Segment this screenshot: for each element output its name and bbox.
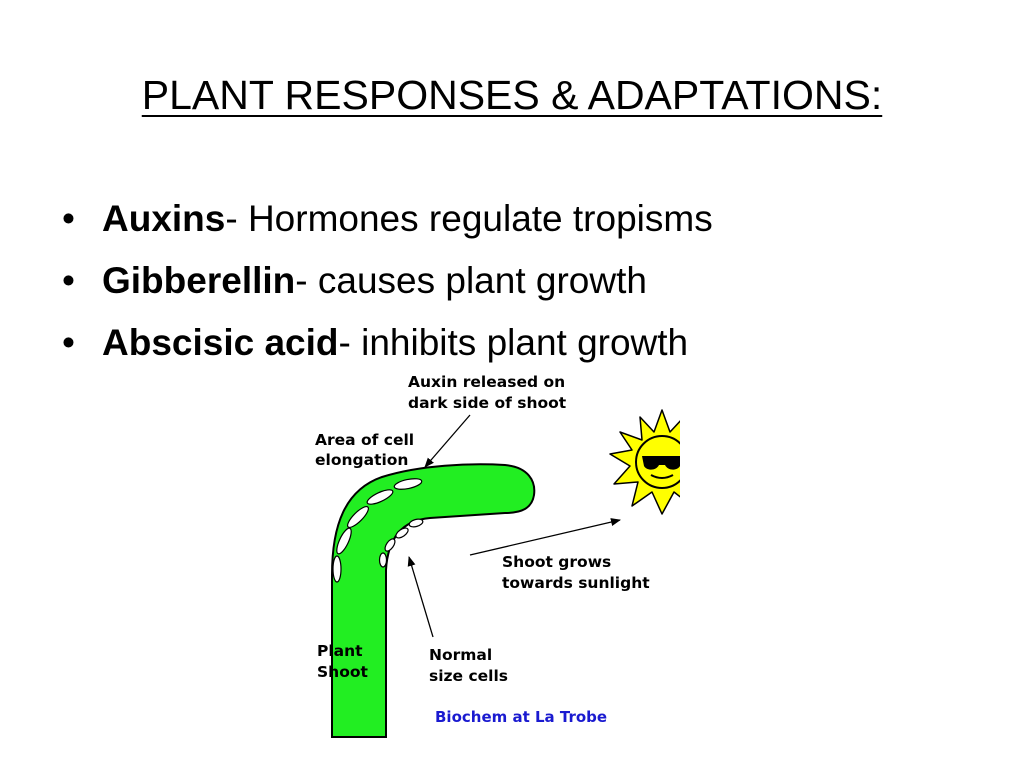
elongated-cell — [336, 527, 352, 555]
plant-shoot-shape — [331, 463, 536, 738]
elongated-cells — [332, 478, 423, 583]
grows-label-line2: towards sunlight — [502, 574, 650, 592]
elongated-cell — [347, 506, 369, 528]
bullet-term: Abscisic acid — [102, 322, 339, 363]
bullet-list: • Auxins- Hormones regulate tropisms • Gib… — [62, 188, 713, 374]
auxin-label-line1: Auxin released on — [408, 373, 565, 391]
normal-label-line2: size cells — [429, 667, 508, 685]
normal-cell — [384, 538, 396, 552]
bullet-auxins: • Auxins- Hormones regulate tropisms — [62, 188, 713, 250]
bullet-text: - Hormones regulate tropisms — [225, 198, 713, 239]
plant-label-line2: Shoot — [317, 663, 368, 681]
normal-cell — [378, 552, 388, 568]
elongation-label-line2: elongation — [315, 451, 408, 469]
figure-credit: Biochem at La Trobe — [435, 708, 607, 726]
elongated-cell — [393, 478, 423, 490]
bullet-term: Gibberellin — [102, 260, 296, 301]
phototropism-svg: Auxin released on dark side of shoot Are… — [315, 373, 680, 738]
sun-icon — [609, 409, 680, 515]
bullet-dot: • — [62, 322, 75, 363]
bullet-term: Auxins — [102, 198, 226, 239]
bullet-abscisic-acid: • Abscisic acid- inhibits plant growth — [62, 312, 713, 374]
bullet-dot: • — [62, 260, 75, 301]
auxin-arrow — [424, 414, 471, 468]
normal-cell — [395, 527, 409, 539]
sunlight-arrow — [469, 518, 621, 556]
normal-cells-arrow — [407, 556, 434, 638]
bullet-text: - inhibits plant growth — [338, 322, 689, 363]
normal-cells — [378, 518, 424, 568]
bullet-gibberellin: • Gibberellin- causes plant growth — [62, 250, 713, 312]
elongation-label-line1: Area of cell — [315, 431, 414, 449]
sun-sunglasses — [642, 456, 680, 470]
auxin-label-line2: dark side of shoot — [408, 394, 567, 412]
slide-title: PLANT RESPONSES & ADAPTATIONS: — [141, 72, 883, 118]
elongated-cell — [366, 489, 394, 505]
normal-cell — [408, 518, 424, 528]
grows-label-line1: Shoot grows — [502, 553, 611, 571]
bullet-text: - causes plant growth — [295, 260, 647, 301]
plant-label-line1: Plant — [317, 642, 363, 660]
sun-smile — [650, 474, 674, 479]
normal-label-line1: Normal — [429, 646, 492, 664]
bullet-dot: • — [62, 198, 75, 239]
phototropism-diagram: Auxin released on dark side of shoot Are… — [290, 365, 680, 745]
elongated-cell — [332, 555, 342, 583]
